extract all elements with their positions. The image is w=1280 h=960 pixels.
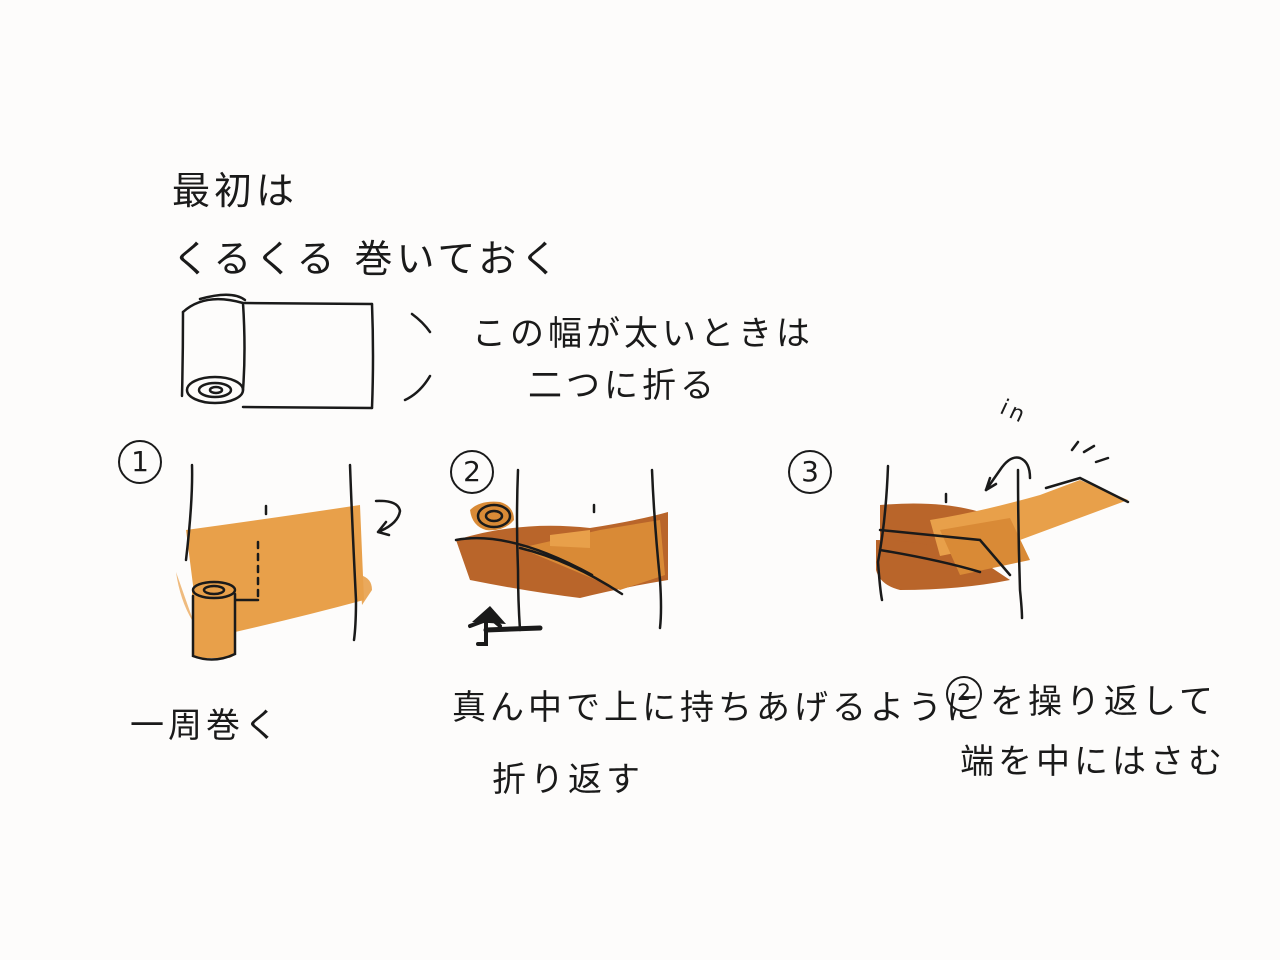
step-3-caption-line-2: 端を中にはさむ	[960, 742, 1226, 782]
step-2-figure	[454, 468, 668, 646]
fold-note-line-2: 二つに折る	[528, 366, 718, 406]
step-2-number: 2	[450, 450, 494, 494]
step-3-number: 3	[788, 450, 832, 494]
step-1-caption: 一周巻く	[130, 706, 282, 746]
intro-line-2: くるくる 巻いておく	[172, 237, 563, 281]
step-2-caption-line-1: 真ん中で上に持ちあげるように	[452, 688, 984, 728]
step-3-figure	[876, 440, 1130, 620]
step-1-figure	[176, 463, 402, 661]
step-3-caption-line-1: を操り返して	[990, 682, 1217, 722]
intro-line-1: 最初は	[172, 169, 299, 213]
step-1-number: 1	[118, 440, 162, 484]
fold-note-line-1: この幅が太いときは	[472, 314, 814, 354]
tape-roll-diagram	[180, 293, 432, 410]
step-3-caption-circled-number: 2	[946, 676, 982, 712]
step-2-caption-line-2: 折り返す	[492, 760, 644, 800]
